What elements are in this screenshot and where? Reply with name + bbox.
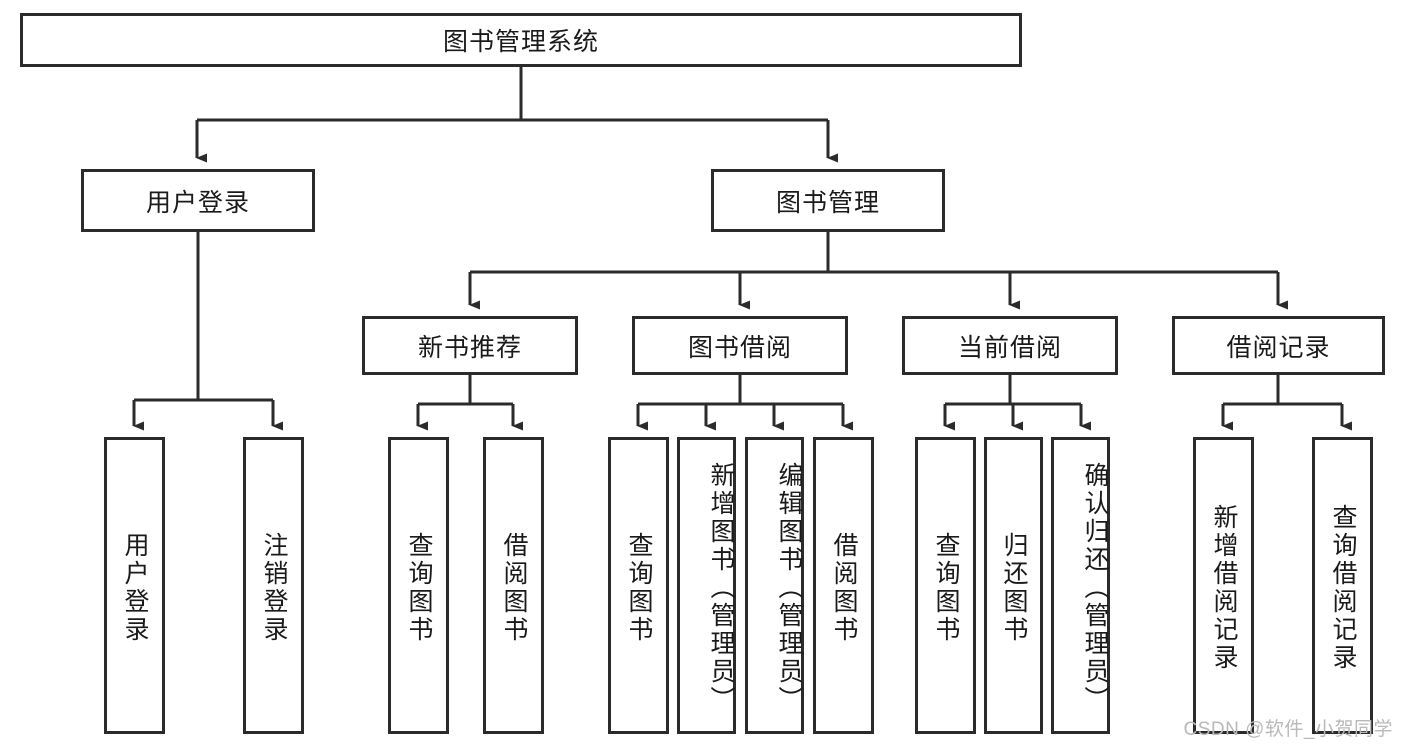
node-book-manage-label: 图书管理 — [775, 188, 880, 217]
node-borrow-record-label: 借阅记录 — [1226, 333, 1331, 362]
node-leaf-edit-book-label: 编辑图书（管理员） — [775, 461, 803, 714]
node-leaf-add-record[interactable]: 新增借阅记录 — [1193, 437, 1254, 734]
node-new-book-recommend[interactable]: 新书推荐 — [362, 316, 578, 375]
node-leaf-user-login-label: 用户登录 — [121, 531, 149, 644]
node-book-borrow[interactable]: 图书借阅 — [632, 316, 848, 375]
node-root-label: 图书管理系统 — [442, 28, 599, 56]
node-borrow-record[interactable]: 借阅记录 — [1172, 316, 1385, 375]
node-leaf-user-login[interactable]: 用户登录 — [104, 437, 165, 734]
node-leaf-borrow-book-2[interactable]: 借阅图书 — [813, 437, 874, 734]
node-leaf-borrow-book-1-label: 借阅图书 — [500, 531, 528, 644]
node-leaf-user-logout-label: 注销登录 — [260, 531, 288, 644]
node-leaf-borrow-book-2-label: 借阅图书 — [830, 531, 858, 644]
node-leaf-query-record-label: 查询借阅记录 — [1329, 503, 1357, 672]
node-leaf-query-book-1[interactable]: 查询图书 — [388, 437, 449, 734]
node-book-borrow-label: 图书借阅 — [687, 333, 792, 362]
node-leaf-return-book-label: 归还图书 — [1000, 531, 1028, 644]
node-leaf-query-book-2[interactable]: 查询图书 — [608, 437, 669, 734]
node-leaf-borrow-book-1[interactable]: 借阅图书 — [483, 437, 544, 734]
node-book-manage[interactable]: 图书管理 — [711, 169, 945, 232]
node-root[interactable]: 图书管理系统 — [20, 13, 1022, 67]
node-leaf-query-book-3-label: 查询图书 — [932, 531, 960, 644]
node-leaf-query-record[interactable]: 查询借阅记录 — [1312, 437, 1373, 734]
node-leaf-query-book-3[interactable]: 查询图书 — [915, 437, 976, 734]
node-new-book-recommend-label: 新书推荐 — [417, 333, 522, 362]
node-leaf-confirm-return-label: 确认归还（管理员） — [1081, 461, 1109, 714]
node-leaf-user-logout[interactable]: 注销登录 — [243, 437, 304, 734]
node-current-borrow-label: 当前借阅 — [957, 333, 1062, 362]
node-leaf-add-book-label: 新增图书（管理员） — [707, 461, 735, 714]
node-leaf-query-book-1-label: 查询图书 — [405, 531, 433, 644]
node-leaf-add-record-label: 新增借阅记录 — [1210, 503, 1238, 672]
watermark: CSDN @软件_小贺同学 — [1183, 719, 1393, 740]
node-leaf-query-book-2-label: 查询图书 — [625, 531, 653, 644]
node-leaf-return-book[interactable]: 归还图书 — [984, 437, 1043, 734]
node-leaf-edit-book[interactable]: 编辑图书（管理员） — [745, 437, 804, 734]
node-leaf-add-book[interactable]: 新增图书（管理员） — [677, 437, 736, 734]
node-user-login[interactable]: 用户登录 — [81, 169, 315, 232]
node-leaf-confirm-return[interactable]: 确认归还（管理员） — [1051, 437, 1110, 734]
node-current-borrow[interactable]: 当前借阅 — [902, 316, 1118, 375]
node-user-login-label: 用户登录 — [145, 188, 250, 217]
